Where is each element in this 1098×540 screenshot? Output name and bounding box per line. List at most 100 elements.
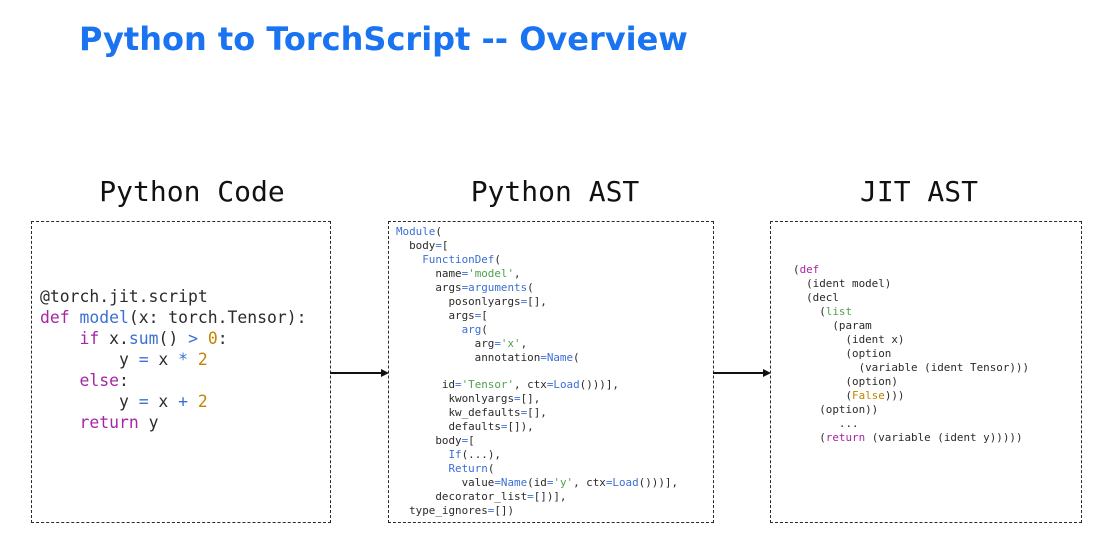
code-token: decorator_list: [396, 490, 528, 504]
code-token: , ctx: [573, 476, 606, 490]
code-token: kw_defaults: [396, 406, 521, 420]
python-ast-block: Module( body=[ FunctionDef( name='model'…: [396, 225, 678, 518]
code-line: else:: [40, 370, 306, 391]
code-token: body: [396, 238, 436, 252]
code-line: arg(: [396, 323, 678, 337]
code-token: =: [605, 476, 613, 490]
code-token: x: [148, 350, 179, 369]
code-line: (option)): [793, 403, 1029, 417]
code-line: y = x + 2: [40, 391, 306, 412]
code-token: (: [793, 389, 853, 402]
code-token: (: [793, 431, 826, 444]
code-token: kwonlyargs: [396, 392, 515, 406]
code-token: (ident x): [793, 333, 905, 346]
code-token: body: [396, 434, 462, 448]
python-ast-heading: Python AST: [470, 175, 640, 208]
code-token: [: [468, 434, 475, 448]
code-line: y = x * 2: [40, 349, 306, 370]
code-token: =: [546, 476, 554, 490]
code-token: =: [455, 378, 462, 392]
code-token: y: [40, 392, 139, 411]
code-token: (: [435, 225, 442, 238]
code-token: [40, 413, 79, 432]
code-line: Return(: [396, 462, 678, 476]
code-line: FunctionDef(: [396, 253, 678, 267]
code-token: [40, 371, 79, 390]
code-line: value=Name(id='y', ctx=Load()))],: [396, 476, 678, 490]
code-token: (: [487, 462, 495, 476]
code-token: Name: [546, 350, 574, 364]
code-token: =: [520, 294, 528, 308]
code-token: (ident model): [793, 277, 892, 290]
code-line: if x.sum() > 0:: [40, 328, 306, 349]
code-token: ))): [884, 389, 905, 402]
code-line: body=[: [396, 434, 678, 448]
code-line: (ident x): [793, 333, 1029, 347]
code-token: +: [178, 392, 189, 411]
code-line: args=[: [396, 309, 678, 323]
code-token: =: [138, 350, 149, 369]
code-token: arguments: [468, 280, 528, 294]
code-token: (variable (ident Tensor))): [793, 361, 1030, 374]
code-line: If(...),: [396, 448, 678, 462]
code-token: def: [40, 308, 70, 327]
arrow-code-to-ast: [330, 369, 389, 377]
code-token: 'model': [468, 266, 515, 280]
code-line: arg='x',: [396, 337, 678, 351]
code-token: ,: [514, 266, 521, 280]
code-token: =: [487, 504, 495, 518]
jit-ast-heading: JIT AST: [859, 175, 978, 208]
code-token: >: [188, 329, 198, 348]
code-token: 2: [197, 350, 208, 369]
code-token: [70, 308, 80, 327]
code-token: Module: [396, 225, 436, 238]
code-token: type_ignores: [396, 504, 488, 518]
code-token: [396, 323, 462, 336]
code-token: arg: [461, 322, 482, 336]
code-line: def model(x: torch.Tensor):: [40, 307, 306, 328]
code-line: name='model',: [396, 267, 678, 281]
code-token: [396, 462, 448, 475]
code-token: 'y': [553, 476, 574, 490]
jit-ast-block: (def (ident model) (decl (list (param (i…: [793, 263, 1029, 445]
code-token: 2: [197, 392, 208, 411]
jit-ast-box: (def (ident model) (decl (list (param (i…: [770, 221, 1082, 523]
code-token: y: [138, 413, 159, 432]
code-token: =: [474, 308, 482, 322]
code-token: else: [79, 371, 119, 390]
code-token: []),: [507, 420, 534, 434]
code-token: annotation: [396, 350, 541, 364]
code-token: [188, 350, 198, 369]
code-token: [],: [527, 406, 547, 420]
code-token: [])],: [533, 490, 567, 504]
code-line: ...: [793, 417, 1029, 431]
code-token: [188, 392, 198, 411]
code-token: (id: [527, 476, 547, 490]
code-token: Name: [500, 476, 528, 490]
code-token: list: [825, 305, 853, 318]
code-line: kwonlyargs=[],: [396, 392, 678, 406]
code-token: Return: [448, 462, 488, 476]
code-token: =: [540, 350, 547, 364]
code-line: kw_defaults=[],: [396, 406, 678, 420]
code-token: posonlyargs: [396, 294, 521, 308]
code-token: arg: [396, 336, 495, 350]
code-token: (: [494, 252, 501, 266]
code-token: (option): [793, 375, 898, 388]
code-token: 0: [207, 329, 218, 348]
code-token: ()))],: [579, 378, 619, 392]
code-token: x: [148, 392, 179, 411]
code-line: type_ignores=[]): [396, 504, 678, 518]
code-line: (option: [793, 347, 1029, 361]
code-token: def: [799, 263, 820, 276]
code-token: =: [461, 434, 469, 448]
code-token: (option)): [793, 403, 879, 416]
code-token: =: [527, 490, 534, 504]
code-token: x.: [99, 329, 129, 348]
code-token: =: [494, 476, 501, 490]
code-line: Module(: [396, 225, 678, 239]
code-token: (: [793, 263, 800, 276]
code-token: ...: [793, 417, 859, 430]
code-line: @torch.jit.script: [40, 286, 306, 307]
